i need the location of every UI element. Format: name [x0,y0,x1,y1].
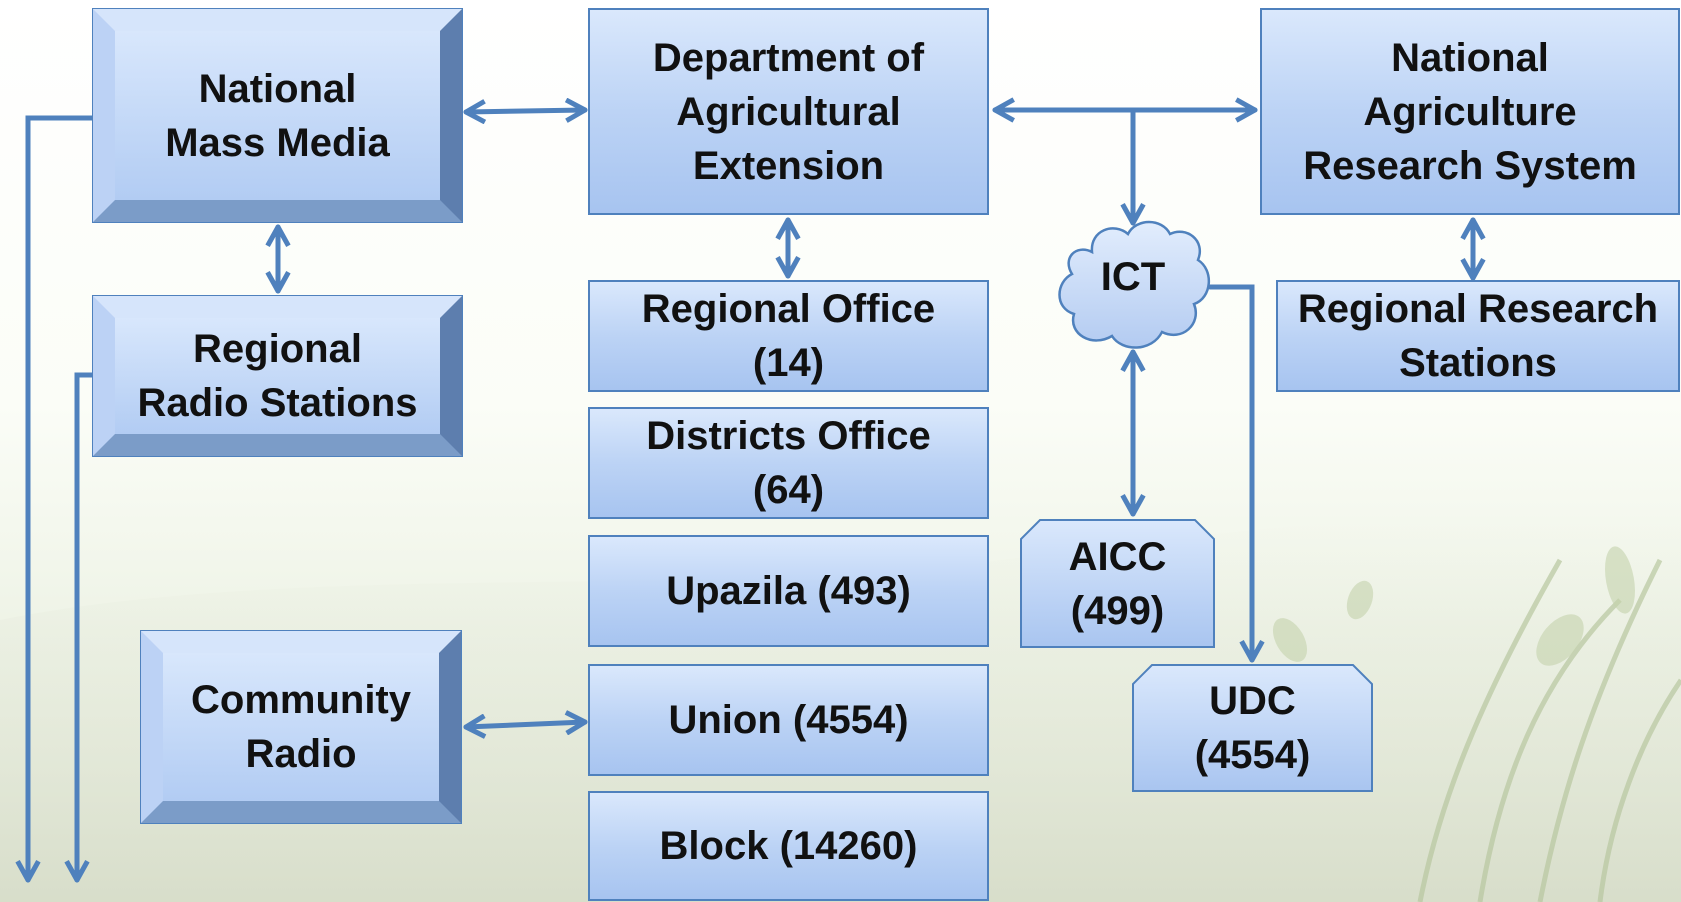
node-dae: Department of Agricultural Extension [588,8,989,215]
node-label: AICC (499) [1068,534,1167,633]
node-union: Union (4554) [588,664,989,776]
arrow-radio-down [77,372,96,883]
node-label: Regional Research Stations [1297,287,1659,385]
snip-shape [1020,519,1215,648]
node-block: Block (14260) [588,791,989,901]
node-udc: UDC (4554) [1132,664,1373,792]
node-label: Union (4554) [668,698,909,742]
node-label: Community Radio [191,678,411,776]
node-label: Block (14260) [659,824,918,868]
node-aicc: AICC (499) [1020,519,1215,648]
node-label: National Agriculture Research System [1303,35,1637,188]
node-label: UDC (4554) [1194,679,1311,777]
node-districts-office: Districts Office (64) [588,407,989,519]
node-regional-research-stations: Regional Research Stations [1276,280,1680,392]
node-nars: National Agriculture Research System [1260,8,1680,215]
node-label: National Mass Media [165,66,390,165]
node-regional-radio-stations: Regional Radio Stations [92,295,463,457]
arrow-community-radio-union [463,722,588,727]
snip-shape [1132,664,1373,792]
cloud-shape [1058,220,1211,349]
node-label: Regional Office (14) [641,287,936,385]
node-label: Upazila (493) [666,569,911,613]
arrow-mass-media-dae [463,110,588,112]
node-label: ICT [1100,255,1166,299]
node-regional-office: Regional Office (14) [588,280,989,392]
node-label: Regional Radio Stations [137,327,418,425]
node-ict: ICT [1052,212,1214,358]
node-upazila: Upazila (493) [588,535,989,647]
node-label: Districts Office (64) [646,414,931,512]
arrow-ict-udc [1207,284,1252,663]
node-community-radio: Community Radio [140,630,462,824]
arrow-mass-media-down [28,115,96,883]
node-label: Department of Agricultural Extension [652,35,925,188]
node-national-mass-media: National Mass Media [92,8,463,223]
